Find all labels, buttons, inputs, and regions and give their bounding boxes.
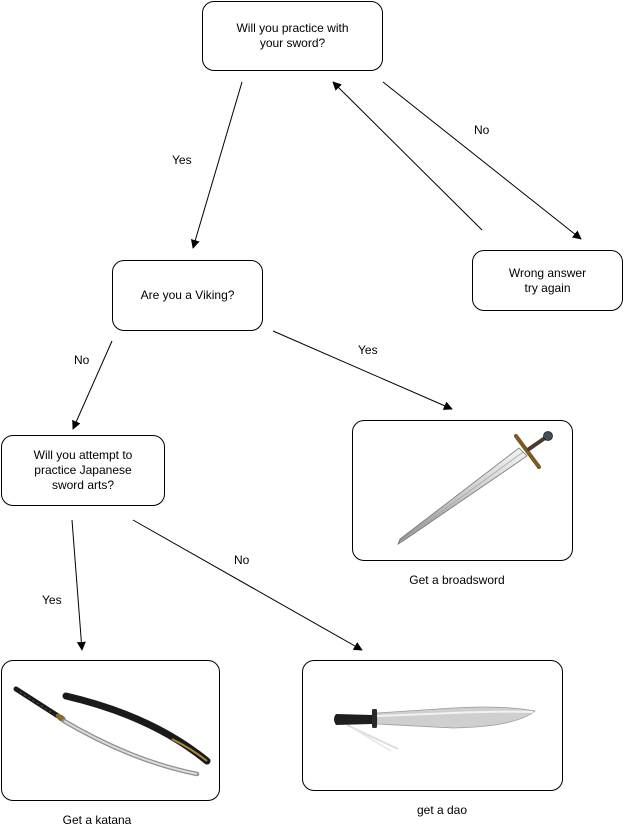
edge-label-japanese-yes: Yes [42, 593, 62, 607]
katana-caption: Get a katana [62, 813, 132, 827]
wrong-answer-box: Wrong answer try again [472, 250, 623, 311]
arrow-viking-to-japanese [72, 340, 113, 430]
katana-image [13, 686, 211, 777]
wrong-answer-text: Wrong answer try again [508, 265, 587, 295]
japanese-question-text: Will you attempt to practice Japanese sw… [33, 448, 133, 492]
arrow-japanese-to-dao [132, 519, 363, 651]
edge-label-viking-no: No [74, 353, 90, 367]
viking-question-box: Are you a Viking? [112, 260, 263, 331]
edge-label-japanese-no: No [234, 553, 250, 567]
edge-label-practice-no: No [474, 123, 490, 137]
arrow-japanese-to-katana [71, 519, 86, 651]
arrow-wrong-to-practice [332, 81, 483, 231]
arrow-viking-to-broadsword [272, 330, 453, 410]
dao-image [334, 706, 536, 752]
broadsword-box [352, 420, 573, 561]
broadsword-image [397, 431, 553, 545]
edge-label-practice-yes: Yes [172, 153, 192, 167]
viking-question-text: Are you a Viking? [140, 288, 235, 302]
practice-question-text: Will you practice with your sword? [236, 21, 349, 50]
practice-question-box: Will you practice with your sword? [202, 1, 383, 71]
dao-caption: get a dao [416, 803, 468, 817]
arrow-practice-to-viking [190, 81, 243, 249]
arrow-practice-to-wrong [382, 81, 582, 240]
dao-box [302, 660, 563, 791]
broadsword-caption: Get a broadsword [409, 573, 505, 587]
edge-label-viking-yes: Yes [358, 343, 378, 357]
japanese-question-box: Will you attempt to practice Japanese sw… [1, 435, 165, 506]
katana-box [1, 660, 220, 801]
